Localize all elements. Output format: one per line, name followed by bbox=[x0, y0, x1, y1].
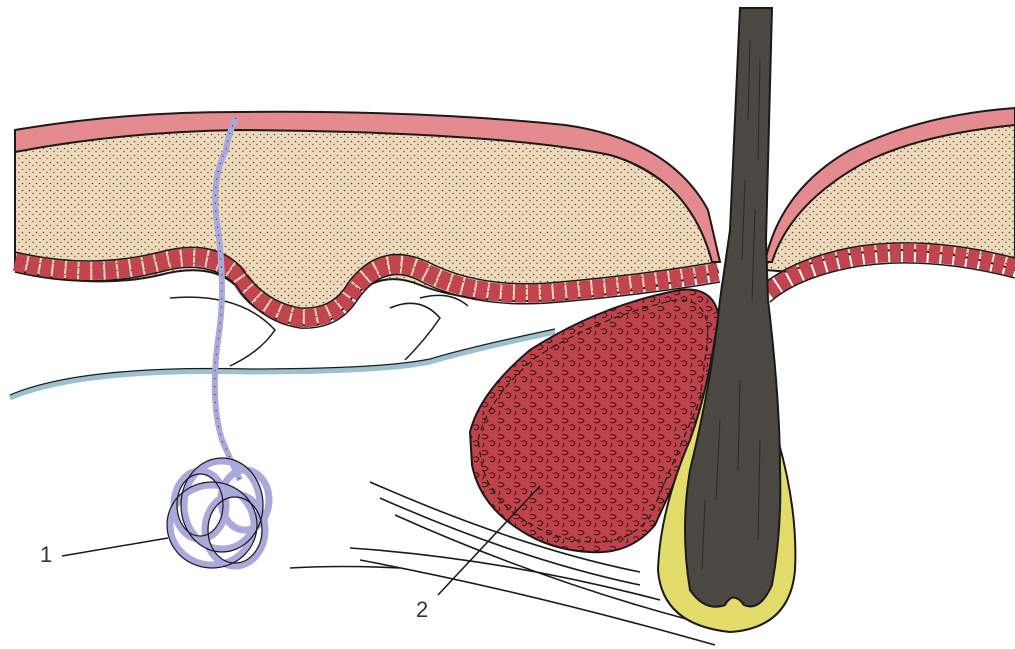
nerve-fiber-outline bbox=[10, 329, 555, 395]
label-2: 2 bbox=[416, 597, 428, 622]
leader-line-1 bbox=[62, 538, 168, 556]
connective-fiber bbox=[390, 303, 440, 360]
label-1: 1 bbox=[40, 542, 52, 567]
nerve-fiber bbox=[10, 332, 555, 398]
